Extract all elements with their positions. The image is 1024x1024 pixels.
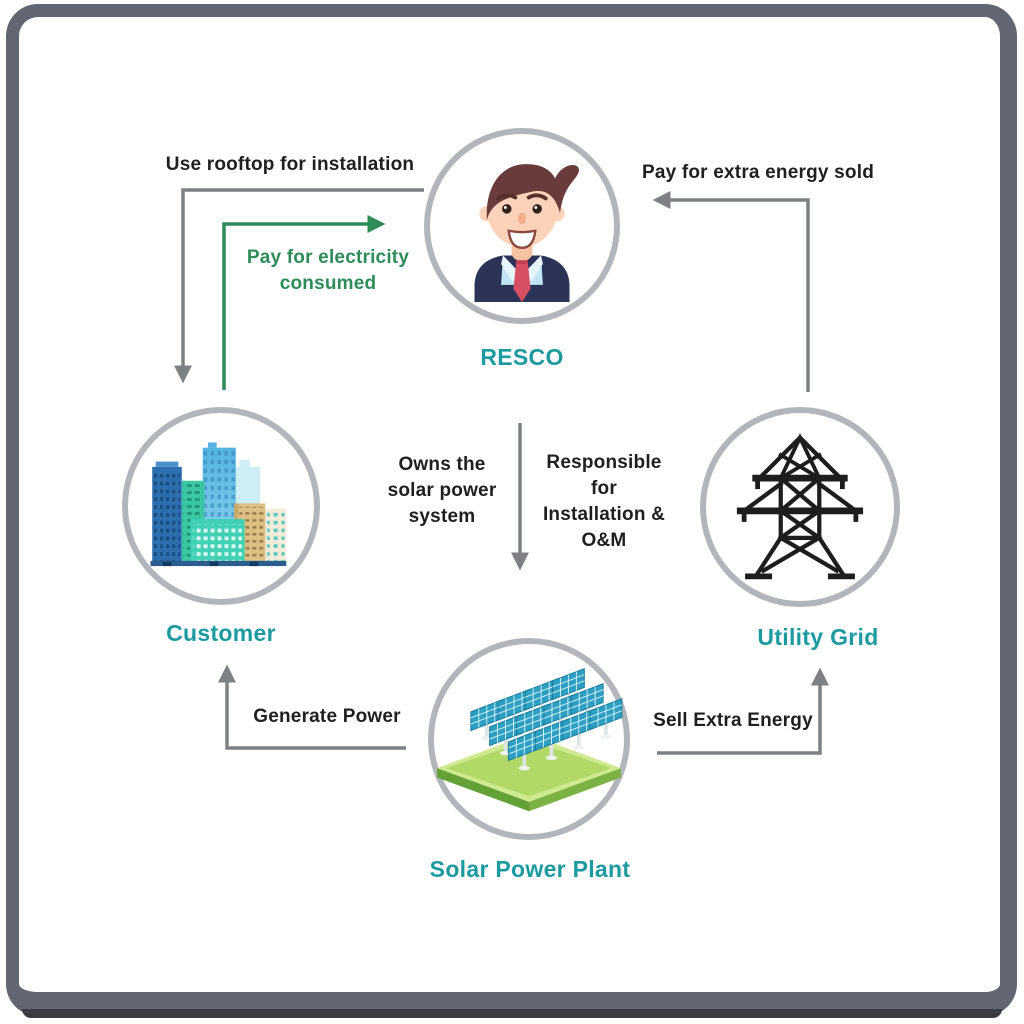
arrow-pay-extra-energy xyxy=(652,190,810,392)
edge-label-owns-line3: system xyxy=(408,506,476,527)
node-utility-label: Utility Grid xyxy=(757,624,879,650)
businessman-avatar-icon xyxy=(474,164,579,302)
edge-label-responsible-line4: O&M xyxy=(581,530,627,551)
node-customer-label: Customer xyxy=(166,620,276,646)
arrow-sell-extra-energy xyxy=(657,667,830,755)
edge-label-responsible: Responsible for Installation & O&M xyxy=(515,450,693,554)
arrow-generate-power xyxy=(217,664,406,750)
edge-label-responsible-line3: Installation & xyxy=(542,504,666,525)
node-solar-circle xyxy=(428,638,630,840)
node-solar-label: Solar Power Plant xyxy=(429,856,631,882)
solar-panels-icon xyxy=(437,666,623,812)
edge-label-pay-electricity: Pay for electricity consumed xyxy=(218,245,438,297)
edge-label-pay-electricity-line1: Pay for electricity xyxy=(246,247,410,268)
edge-label-responsible-line2: for xyxy=(591,478,617,499)
edge-label-owns-line1: Owns the xyxy=(398,454,486,475)
edge-label-pay-electricity-line2: consumed xyxy=(279,273,377,294)
edge-label-use-rooftop: Use rooftop for installation xyxy=(165,154,415,175)
node-resco-label: RESCO xyxy=(480,344,564,370)
node-customer-circle xyxy=(122,407,320,605)
edge-label-pay-extra-energy: Pay for extra energy sold xyxy=(641,162,875,183)
transmission-tower-icon xyxy=(736,433,864,580)
edge-label-responsible-line1: Responsible xyxy=(546,452,662,473)
arrow-use-rooftop xyxy=(173,188,424,384)
edge-label-owns-system: Owns the solar power system xyxy=(352,452,532,530)
city-buildings-icon xyxy=(150,442,287,567)
edge-label-generate-power: Generate Power xyxy=(253,706,401,727)
edge-label-sell-extra-energy: Sell Extra Energy xyxy=(653,710,813,731)
frame-bottom-shadow xyxy=(22,1009,1002,1018)
arrow-pay-electricity xyxy=(222,214,386,390)
edge-label-owns-line2: solar power xyxy=(387,480,497,501)
node-resco-circle xyxy=(424,128,620,324)
node-utility-circle xyxy=(700,407,900,607)
